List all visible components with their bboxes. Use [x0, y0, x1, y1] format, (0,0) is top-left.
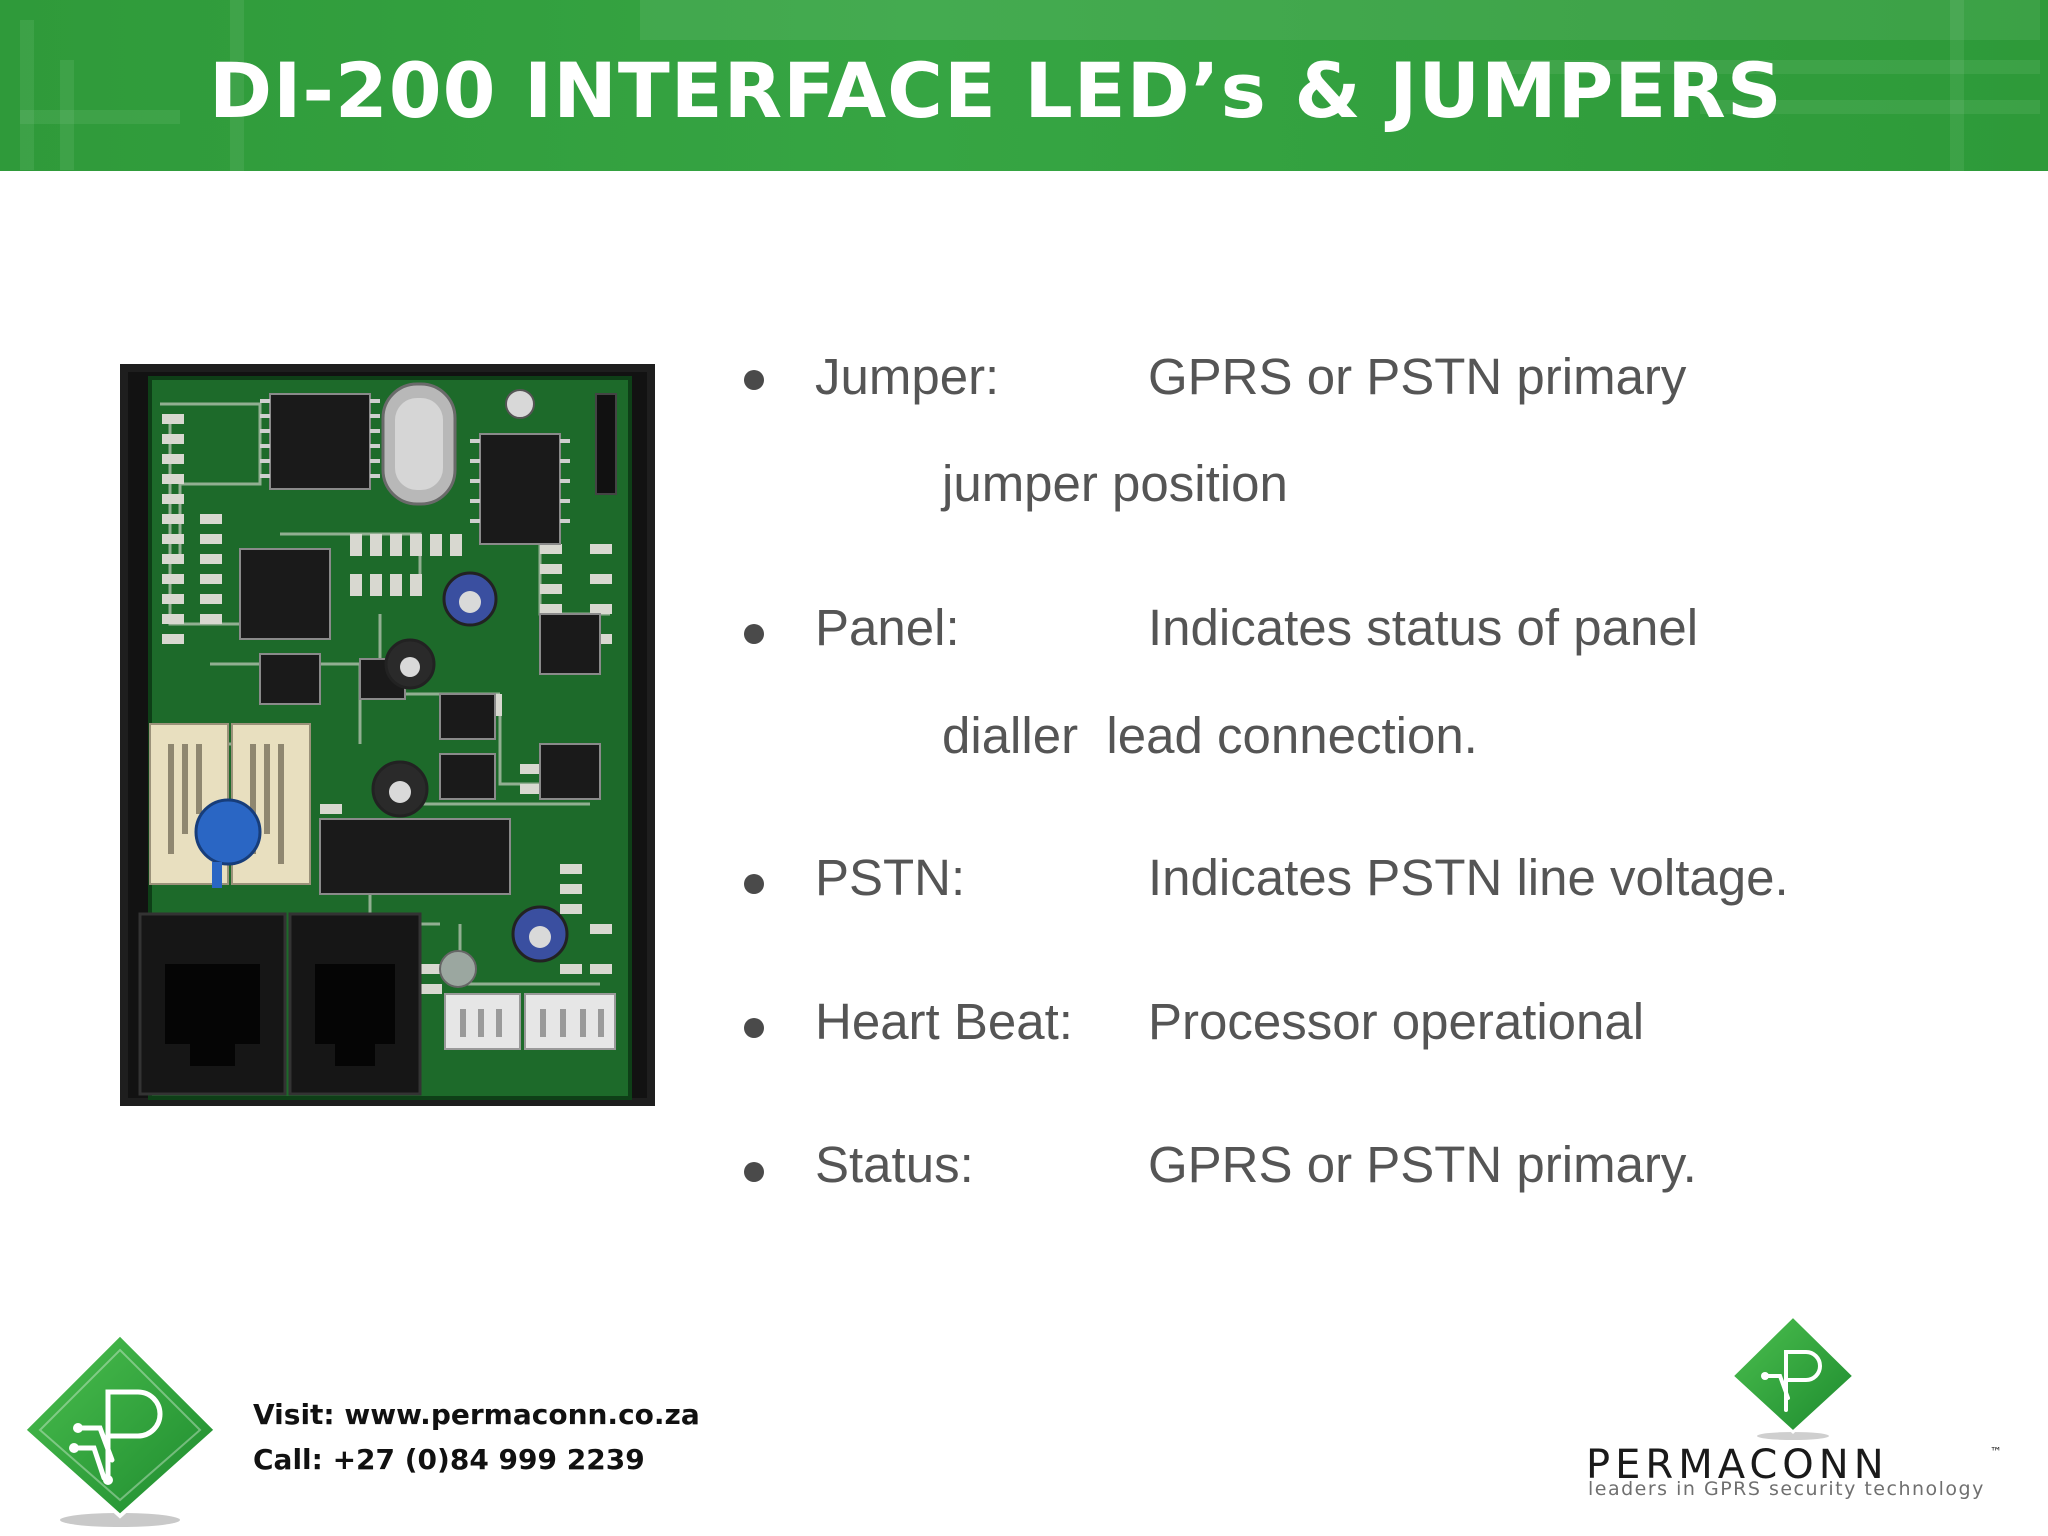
- svg-text:PERMACONN: PERMACONN: [1586, 1442, 1889, 1486]
- permaconn-wordmark: PERMACONN ™: [1586, 1442, 2002, 1486]
- bullet-dot: [744, 370, 764, 390]
- bullet-description: Processor operational: [1148, 993, 1645, 1050]
- brand-tagline: leaders in GPRS security technology: [1588, 1478, 1985, 1500]
- svg-text:™: ™: [1990, 1445, 2002, 1459]
- permaconn-emblem-icon: [21, 1331, 219, 1527]
- bullet-dot: [744, 874, 764, 894]
- bullet-description: GPRS or PSTN primary: [1148, 348, 1687, 405]
- bullet-label: Status:: [815, 1136, 974, 1193]
- bullet-dot: [744, 624, 764, 644]
- bullet-label: PSTN:: [815, 849, 966, 906]
- permaconn-logo-icon: [1729, 1313, 1857, 1440]
- bullet-description: GPRS or PSTN primary.: [1148, 1136, 1697, 1193]
- bullet-item-status: Status: GPRS or PSTN primary.: [0, 1135, 2048, 1195]
- bullet-label: Heart Beat:: [815, 993, 1073, 1050]
- bullet-continuation: dialler lead connection.: [942, 707, 1478, 764]
- bullet-description: Indicates status of panel: [1148, 599, 1699, 656]
- pcb-board-photo: [120, 364, 655, 1106]
- bullet-label: Jumper:: [815, 348, 1000, 405]
- contact-website: Visit: www.permaconn.co.za: [253, 1398, 700, 1431]
- bullet-dot: [744, 1162, 764, 1182]
- title-banner: DI-200 INTERFACE LED’s & JUMPERS: [0, 0, 2048, 171]
- contact-phone: Call: +27 (0)84 999 2239: [253, 1443, 645, 1476]
- bullet-dot: [744, 1018, 764, 1038]
- bullet-label: Panel:: [815, 599, 960, 656]
- bullet-description: Indicates PSTN line voltage.: [1148, 849, 1789, 906]
- page-title: DI-200 INTERFACE LED’s & JUMPERS: [209, 46, 1783, 135]
- bullet-continuation: jumper position: [942, 455, 1288, 512]
